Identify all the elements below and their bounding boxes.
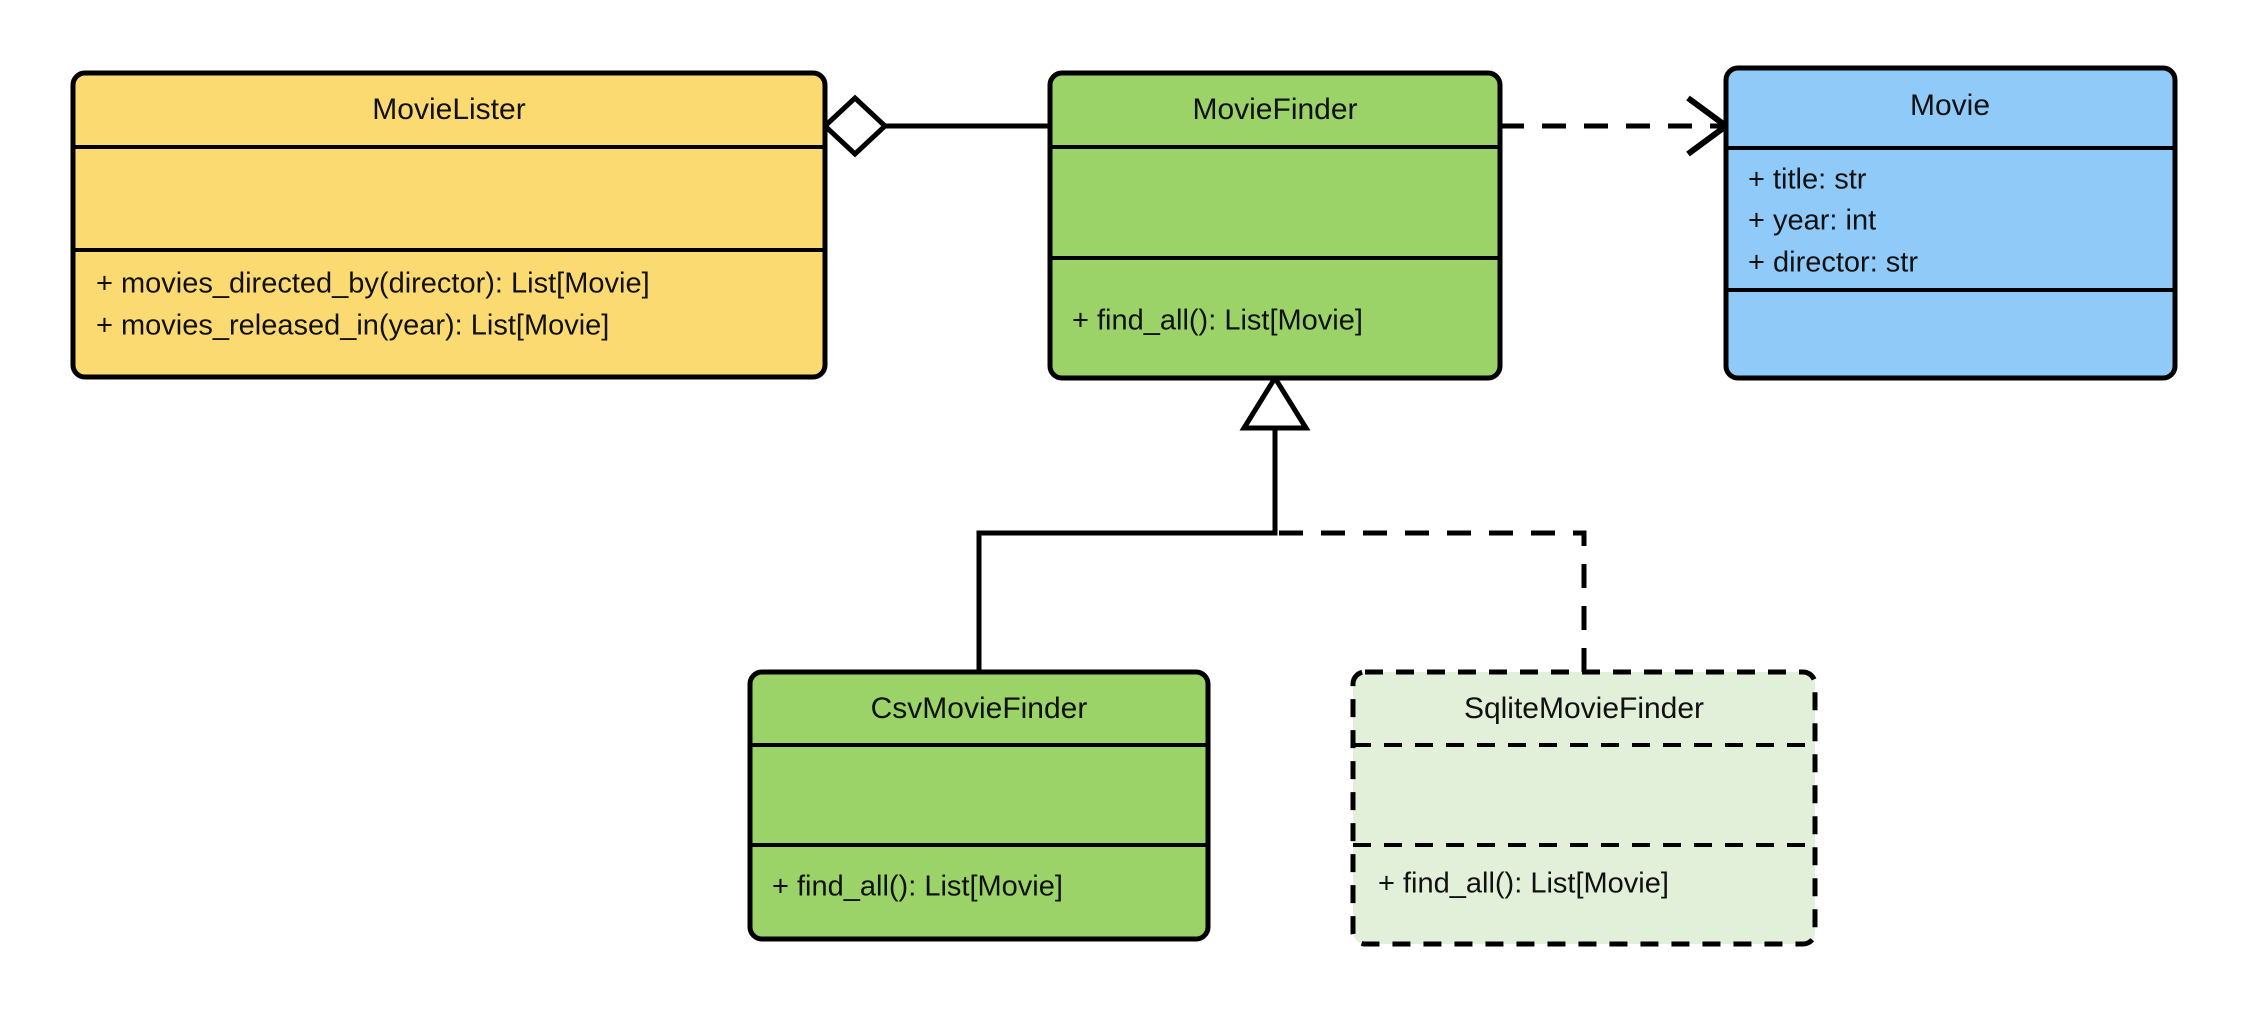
csv-movie-finder-frame xyxy=(747,669,1211,942)
class-box-movie-finder[interactable]: MovieFinder + find_all(): List[Movie] xyxy=(1047,70,1503,381)
generalization-sqlite-line xyxy=(1275,530,1587,672)
movie-lister-method-0: + movies_directed_by(director): List[Mov… xyxy=(96,268,650,300)
movie-finder-title: MovieFinder xyxy=(1192,93,1357,126)
movie-lister-method-1: + movies_released_in(year): List[Movie] xyxy=(96,310,609,342)
movie-attribute-1: + year: int xyxy=(1748,205,1876,237)
relationship-generalization-csv-finder[interactable] xyxy=(976,418,1278,672)
class-box-csv-movie-finder[interactable]: CsvMovieFinder + find_all(): List[Movie] xyxy=(747,669,1211,942)
movie-title: Movie xyxy=(1910,89,1990,122)
movie-finder-method-0: + find_all(): List[Movie] xyxy=(1072,305,1363,337)
movie-lister-title: MovieLister xyxy=(372,93,525,126)
movie-finder-frame xyxy=(1047,70,1503,381)
sqlite-movie-finder-title: SqliteMovieFinder xyxy=(1464,692,1704,725)
csv-movie-finder-method-0: + find_all(): List[Movie] xyxy=(772,871,1063,903)
movie-attribute-2: + director: str xyxy=(1748,247,1918,279)
relationship-generalization-sqlite-finder[interactable] xyxy=(1275,530,1587,672)
hollow-triangle-marker xyxy=(1239,373,1311,431)
csv-movie-finder-title: CsvMovieFinder xyxy=(871,692,1088,725)
sqlite-movie-finder-frame xyxy=(1350,669,1818,947)
class-box-sqlite-movie-finder[interactable]: SqliteMovieFinder + find_all(): List[Mov… xyxy=(1350,669,1818,947)
generalization-csv-line xyxy=(976,418,1278,672)
movie-attribute-0: + title: str xyxy=(1748,164,1867,196)
class-box-movie[interactable]: Movie + title: str + year: int + directo… xyxy=(1723,65,2178,381)
relationship-aggregation-lister-finder[interactable] xyxy=(821,94,1052,158)
class-box-movie-lister[interactable]: MovieLister + movies_directed_by(directo… xyxy=(70,70,828,380)
hollow-diamond-marker xyxy=(821,94,889,158)
movie-frame xyxy=(1723,65,2178,381)
sqlite-movie-finder-method-0: + find_all(): List[Movie] xyxy=(1378,868,1669,900)
